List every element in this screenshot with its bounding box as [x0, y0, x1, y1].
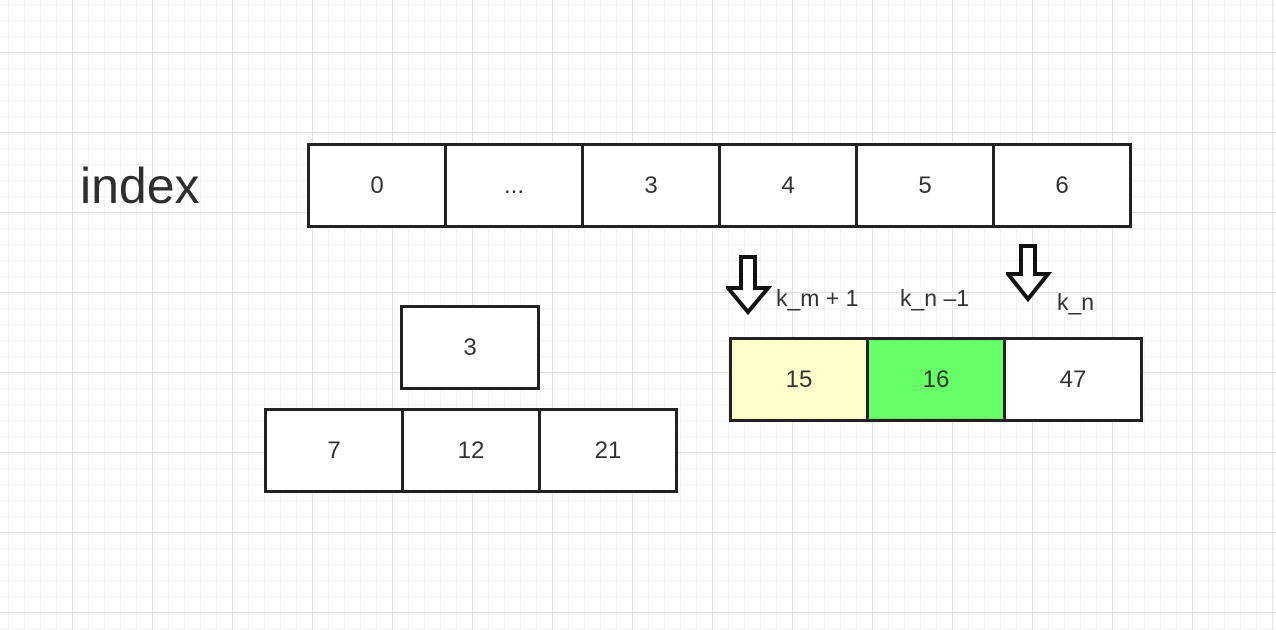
- right-cell-plain: 47: [1003, 337, 1143, 422]
- index-cell: 6: [992, 143, 1132, 228]
- pointer-label-kn: k_n: [1057, 289, 1095, 315]
- pointer-label-km-plus-1: k_m + 1: [776, 285, 859, 311]
- index-cell: 3: [581, 143, 721, 228]
- bottom-cell: 12: [401, 408, 541, 493]
- right-cell-green: 16: [866, 337, 1006, 422]
- down-arrow-icon: [726, 255, 772, 316]
- single-cell: 3: [400, 305, 540, 390]
- index-cell: 5: [855, 143, 995, 228]
- index-cell: 0: [307, 143, 447, 228]
- right-row: 15 16 47: [729, 337, 1143, 422]
- pointer-label-kn-minus-1: k_n –1: [900, 285, 970, 311]
- right-cell-yellow: 15: [729, 337, 869, 422]
- single-box-row: 3: [400, 305, 540, 390]
- bottom-cell: 7: [264, 408, 404, 493]
- index-cell: 4: [718, 143, 858, 228]
- bottom-cell: 21: [538, 408, 678, 493]
- down-arrow-icon: [1006, 244, 1052, 303]
- index-cell: ...: [444, 143, 584, 228]
- index-title: index: [80, 158, 200, 214]
- bottom-row: 7 12 21: [264, 408, 678, 493]
- index-row: 0 ... 3 4 5 6: [307, 143, 1132, 228]
